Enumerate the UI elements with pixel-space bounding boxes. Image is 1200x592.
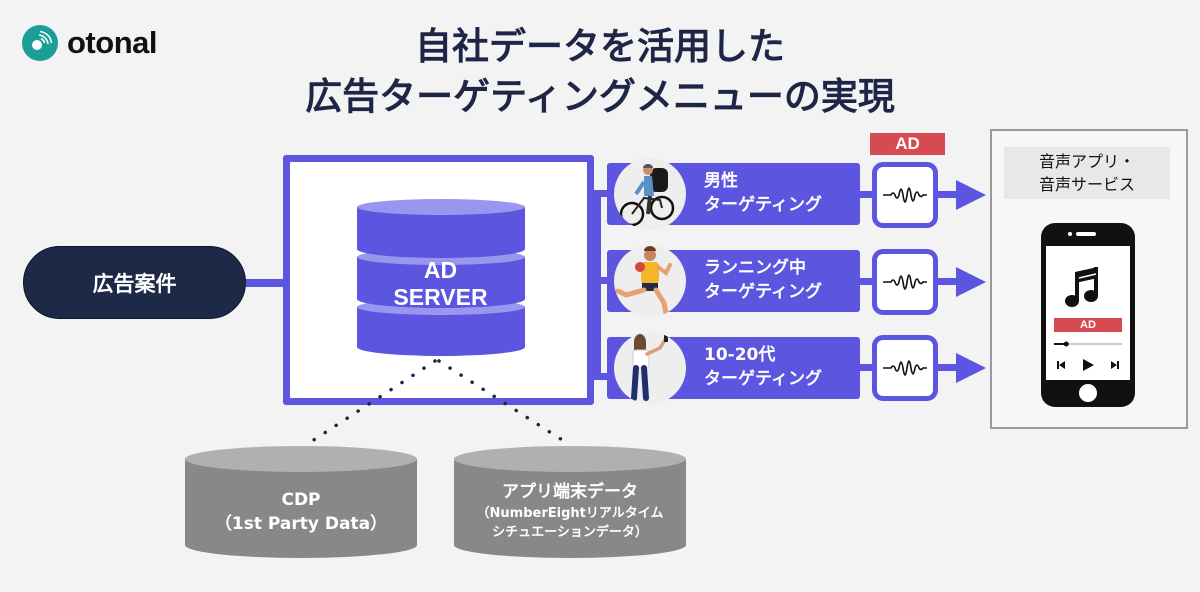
sound-wave-icon [883, 274, 927, 290]
branch-line-1 [594, 190, 610, 197]
ad-server-label-line2: SERVER [393, 284, 488, 310]
audio-ad-wave-box [872, 162, 938, 228]
vinyl-disc-icon [22, 25, 58, 61]
ad-server-database-icon [357, 199, 525, 356]
target-label-line1: 10-20代 [704, 345, 776, 365]
ad-campaign-label: 広告案件 [92, 271, 177, 296]
target-label: 10-20代 ターゲティング [704, 343, 822, 391]
title-line-2: 広告ターゲティングメニューの実現 [305, 75, 895, 118]
brand-name: otonal [67, 25, 158, 60]
connector-campaign-to-server [246, 279, 286, 287]
cdp-database-icon [185, 446, 417, 558]
connector-bar-wave-3 [858, 364, 874, 371]
cdp-label-line1: CDP [281, 490, 321, 510]
ad-campaign-node: 広告案件 [23, 246, 246, 319]
target-label-line2: ターゲティング [704, 282, 822, 302]
branch-line-3 [594, 373, 610, 380]
play-icon [1083, 359, 1094, 371]
connector-cdp [304, 359, 437, 447]
next-icon [1111, 361, 1119, 369]
cyclist-illustration [614, 158, 686, 230]
target-label-line1: ランニング中 [704, 258, 806, 278]
ad-server-label: AD SERVER [357, 257, 524, 311]
connector-bar-wave-1 [858, 191, 874, 198]
connector-app-data [437, 359, 572, 447]
sound-wave-icon [883, 187, 927, 203]
progress-knob [1063, 341, 1069, 347]
audio-service-heading: 音声アプリ・ 音声サービス [1004, 147, 1170, 199]
page-title: 自社データを活用した 広告ターゲティングメニューの実現 [0, 22, 1200, 122]
arrow-right-icon [936, 267, 986, 297]
young-woman-illustration [614, 332, 686, 404]
app-data-label-line1: アプリ端末データ [502, 482, 638, 502]
brand-logo: otonal [22, 24, 158, 62]
title-line-1: 自社データを活用した [415, 25, 785, 68]
app-data-label-line3: シチュエーションデータ） [492, 525, 648, 540]
smartphone-icon: AD [1040, 222, 1136, 408]
branch-vertical-line [594, 190, 601, 380]
app-device-database-icon [454, 446, 686, 558]
target-label-line2: ターゲティング [704, 369, 822, 389]
arrow-right-icon [936, 353, 986, 383]
branch-line-2 [594, 277, 610, 284]
ad-server-label-line1: AD [423, 257, 458, 283]
audio-service-heading-line1: 音声アプリ・ [1038, 152, 1135, 171]
cdp-label: CDP （1st Party Data） [185, 488, 417, 536]
sound-wave-icon [883, 360, 927, 376]
target-label-line2: ターゲティング [704, 195, 822, 215]
audio-ad-wave-box [872, 335, 938, 401]
audio-ad-wave-box [872, 249, 938, 315]
music-note-icon [1065, 267, 1098, 307]
target-label: ランニング中 ターゲティング [704, 256, 822, 304]
audio-service-heading-line2: 音声サービス [1038, 175, 1135, 194]
app-data-label-line2: （NumberEightリアルタイム [476, 506, 664, 521]
dotted-connectors [304, 359, 572, 447]
cdp-label-line2: （1st Party Data） [214, 514, 388, 534]
target-label-line1: 男性 [704, 171, 738, 191]
phone-ad-banner: AD [1054, 318, 1122, 332]
app-device-data-label: アプリ端末データ （NumberEightリアルタイム シチュエーションデータ） [454, 480, 686, 542]
arrow-right-icon [936, 180, 986, 210]
runner-illustration [614, 245, 686, 317]
previous-icon [1057, 361, 1065, 369]
target-label: 男性 ターゲティング [704, 169, 822, 217]
ad-server-box [283, 155, 594, 405]
connector-bar-wave-2 [858, 278, 874, 285]
ad-badge: AD [870, 133, 945, 155]
